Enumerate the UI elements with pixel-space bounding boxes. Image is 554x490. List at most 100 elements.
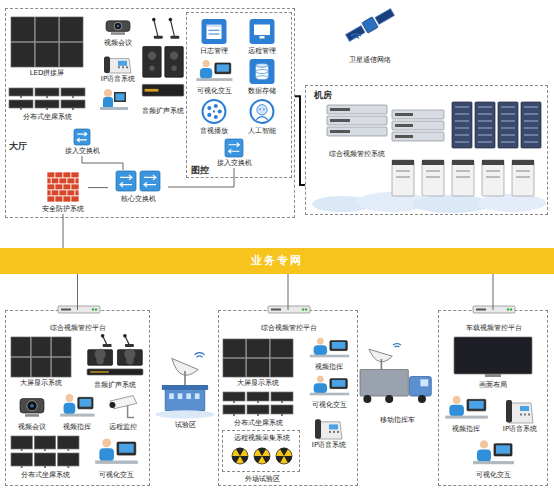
icon-shape — [317, 376, 324, 383]
icon-shape — [46, 96, 48, 98]
access-switch-icon — [62, 128, 102, 146]
icon-shape — [102, 438, 111, 447]
icon-shape — [107, 59, 131, 73]
icon-shape — [455, 120, 469, 122]
icon-shape — [467, 399, 486, 410]
icon-shape — [345, 26, 365, 42]
icon-shape — [426, 176, 440, 178]
video-command-icon — [440, 394, 492, 424]
icon-shape — [149, 65, 155, 71]
node-label: 视频会议 — [104, 39, 132, 47]
icon-shape — [126, 357, 133, 364]
icon-shape — [257, 401, 259, 403]
node-label: 音频扩声系统 — [94, 381, 136, 389]
icon-shape — [117, 442, 136, 455]
icon-shape — [118, 66, 120, 68]
node-label: 分布式坐席系统 — [234, 419, 283, 427]
icon-shape — [396, 176, 410, 178]
firewall-icon — [38, 170, 88, 204]
icon-shape — [178, 393, 183, 399]
icon-shape — [218, 109, 222, 113]
icon-shape — [501, 106, 515, 108]
connector-line — [288, 274, 289, 310]
icon-shape — [31, 337, 50, 357]
icon-shape — [63, 196, 71, 202]
icon-shape — [256, 117, 268, 120]
icon-shape — [9, 100, 33, 108]
icon-shape — [281, 414, 283, 416]
access-switch: 接入交换机 — [214, 138, 254, 168]
icon-shape — [63, 184, 71, 190]
node-label: 接入交换机 — [65, 147, 100, 155]
icon-shape — [257, 414, 259, 416]
icon-shape — [215, 63, 231, 74]
icon-shape — [409, 377, 431, 397]
icon-shape — [478, 141, 492, 143]
icon-shape — [152, 18, 156, 22]
icon-shape — [528, 414, 530, 416]
icon-shape — [214, 115, 218, 119]
icon-shape — [207, 106, 211, 110]
connector-line — [295, 96, 305, 185]
icon-shape — [475, 102, 495, 148]
icon-shape — [360, 370, 408, 397]
interaction-icon: 可视化交互 — [468, 438, 518, 480]
operator-desk — [100, 89, 128, 110]
remote-camera-icon — [100, 392, 146, 422]
icon-shape — [452, 160, 474, 165]
connector-line — [82, 156, 123, 170]
node-label: 接入交换机 — [217, 159, 252, 167]
icon-shape — [34, 453, 55, 466]
icon-shape — [195, 353, 205, 355]
icon-shape — [456, 176, 470, 178]
icon-shape — [478, 113, 492, 115]
icon-shape — [120, 175, 132, 187]
icon-shape — [247, 405, 269, 414]
icon-shape — [362, 17, 378, 33]
command-truck: 移动指挥车 — [358, 345, 436, 425]
icon-shape — [344, 7, 395, 43]
node-label: 试验区 — [175, 421, 196, 429]
radiation-symbol — [254, 448, 270, 464]
icon-shape — [259, 108, 261, 110]
icon-shape — [171, 65, 177, 71]
platform-device — [57, 305, 101, 315]
icon-shape — [486, 176, 500, 178]
icon-shape — [104, 56, 110, 73]
platform-device — [267, 305, 311, 315]
ip-phone-icon — [494, 394, 546, 424]
icon-shape — [34, 436, 55, 449]
icon-shape — [31, 358, 50, 378]
ip-phone: IP语音系统 — [305, 414, 353, 450]
video-command: 视频指挥 — [440, 394, 492, 434]
icon-shape — [145, 89, 159, 92]
icon-shape — [456, 170, 470, 172]
node-sublabel: 外场试验区 — [245, 475, 280, 483]
satellite: 卫星通信网络 — [335, 5, 405, 65]
icon-shape — [128, 406, 134, 418]
storage-icon-icon — [240, 58, 284, 86]
node-label: 综合视频管控平台 — [50, 324, 106, 332]
node-label: 分布式坐席系统 — [21, 471, 70, 479]
connector-line — [63, 214, 64, 248]
big-screen-icon — [10, 336, 72, 378]
icon-shape — [71, 196, 79, 202]
icon-shape — [95, 460, 138, 463]
icon-shape — [71, 184, 79, 190]
icon-shape — [223, 392, 245, 401]
icon-shape — [524, 134, 538, 136]
control-zone: 图控日志管理远程管理可视化交互数据存储音视播放人工智能接入交换机 — [186, 12, 292, 178]
icon-shape — [263, 108, 265, 110]
icon-shape — [329, 431, 331, 433]
icon-shape — [233, 414, 235, 416]
desk-monitor — [114, 92, 126, 102]
test-site-icon — [152, 350, 218, 420]
interaction-icon: 可视化交互 — [305, 374, 353, 410]
icon-shape — [59, 190, 67, 196]
log-icon: 日志管理 — [192, 18, 236, 56]
icon-shape — [524, 106, 538, 108]
icon-shape — [223, 339, 246, 358]
icon-shape — [351, 34, 361, 36]
icon-shape — [363, 395, 371, 403]
icon-shape — [395, 135, 413, 138]
